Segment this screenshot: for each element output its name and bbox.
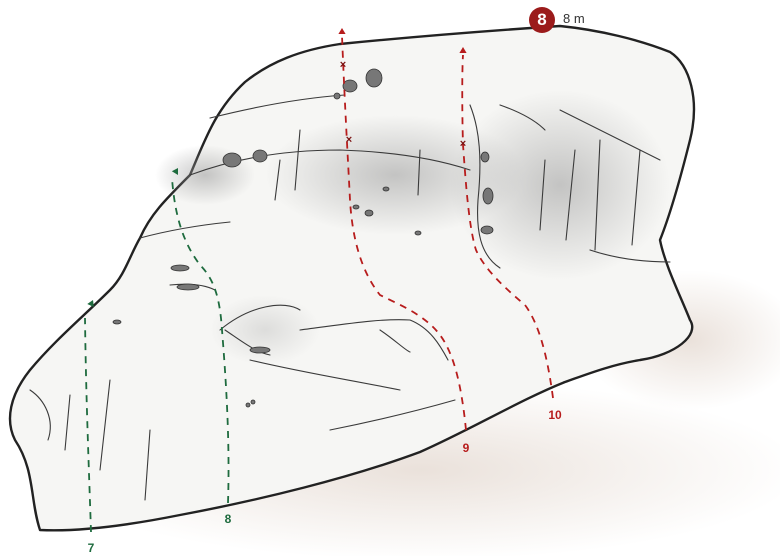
bolt-marker-icon: × <box>340 59 346 71</box>
route-arrow-7 <box>87 300 94 307</box>
route-label-10: 10 <box>548 408 561 422</box>
bolt-marker-icon: × <box>346 134 352 146</box>
left-overhang-shade <box>155 145 255 205</box>
route-arrow-9 <box>338 28 345 34</box>
boulder-number-badge: 8 <box>529 7 555 33</box>
boulder-height: 8 m <box>563 11 585 26</box>
route-label-7: 7 <box>88 541 95 555</box>
route-label-9: 9 <box>463 441 470 455</box>
route-label-8: 8 <box>225 512 232 526</box>
bolt-marker-icon: × <box>460 138 466 150</box>
